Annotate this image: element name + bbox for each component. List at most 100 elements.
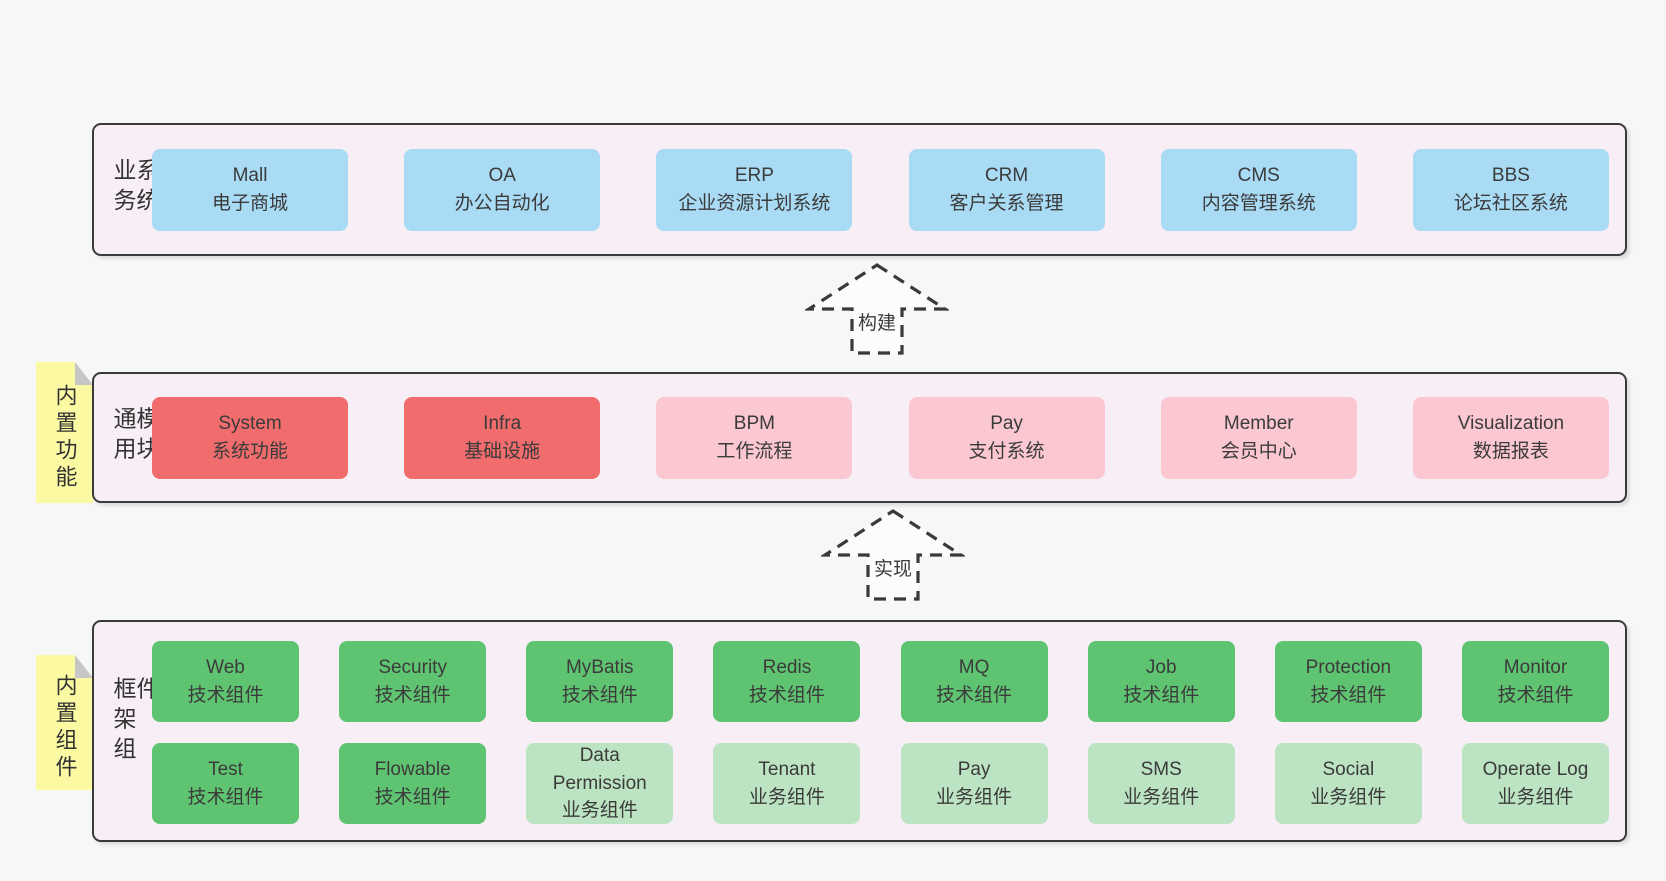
sticky-tab-label: 内置功能: [52, 383, 78, 492]
box-subtitle: 内容管理系统: [1201, 192, 1316, 214]
box-title: BBS: [1491, 164, 1530, 186]
box-subtitle: 业务组件: [1123, 786, 1200, 808]
box-title: Web: [206, 656, 245, 678]
box-subtitle: 技术组件: [1310, 684, 1387, 706]
box-web: Web 技术组件: [152, 641, 299, 722]
box-title: Operate Log: [1482, 758, 1589, 780]
box-crm: CRM 客户关系管理: [908, 148, 1105, 231]
business-systems-row: Mall 电子商城 OA 办公自动化 ERP 企业资源计划系统 CRM 客户关系…: [152, 148, 1609, 231]
box-redis: Redis 技术组件: [713, 641, 861, 722]
box-subtitle: 办公自动化: [454, 192, 550, 214]
panel-business-systems: 业务系统 Mall 电子商城 OA 办公自动化 ERP 企业资源计划系统 CRM…: [92, 123, 1627, 256]
box-subtitle: 数据报表: [1472, 440, 1549, 462]
box-pay-biz: Pay 业务组件: [900, 743, 1048, 824]
box-subtitle: 基础设施: [464, 440, 541, 462]
box-social: Social 业务组件: [1274, 743, 1422, 824]
box-title: MyBatis: [565, 656, 634, 678]
box-data-permission: Data Permission 业务组件: [526, 743, 674, 824]
box-security: Security 技术组件: [339, 641, 487, 722]
box-subtitle: 工作流程: [716, 440, 793, 462]
box-title: Member: [1223, 412, 1294, 434]
box-subtitle: 技术组件: [187, 684, 264, 706]
tech-components-row: Web 技术组件 Security 技术组件 MyBatis 技术组件 Redi…: [152, 641, 1609, 722]
box-title: Tenant: [758, 758, 816, 780]
box-subtitle: 业务组件: [748, 786, 825, 808]
biz-components-row: Test 技术组件 Flowable 技术组件 Data Permission …: [152, 743, 1609, 824]
box-title: Data Permission: [552, 745, 647, 794]
box-subtitle: 业务组件: [1497, 786, 1574, 808]
box-subtitle: 企业资源计划系统: [678, 192, 831, 214]
box-sms: SMS 业务组件: [1087, 743, 1235, 824]
box-title: Monitor: [1503, 656, 1568, 678]
box-title: OA: [488, 164, 516, 186]
box-mall: Mall 电子商城: [152, 148, 348, 231]
panel-framework-components: 框架组件 Web 技术组件 Security 技术组件 MyBatis 技术组件…: [92, 620, 1627, 842]
box-subtitle: 技术组件: [748, 684, 825, 706]
box-pay: Pay 支付系统: [908, 396, 1105, 479]
box-subtitle: 技术组件: [1123, 684, 1200, 706]
framework-components-grid: Web 技术组件 Security 技术组件 MyBatis 技术组件 Redi…: [152, 641, 1609, 824]
box-subtitle: 系统功能: [211, 440, 288, 462]
arrow-label: 实现: [871, 554, 915, 581]
panel-label: 通用模块: [110, 405, 159, 466]
box-title: Infra: [483, 412, 522, 434]
box-subtitle: 会员中心: [1220, 440, 1297, 462]
box-erp: ERP 企业资源计划系统: [656, 148, 853, 231]
box-title: Flowable: [374, 758, 451, 780]
sticky-tab-built-in-features: 内置功能: [36, 362, 93, 503]
box-title: Security: [378, 656, 447, 678]
box-mybatis: MyBatis 技术组件: [526, 641, 674, 722]
panel-label: 业务系统: [110, 157, 159, 218]
arrow-label: 构建: [855, 308, 899, 335]
box-title: CMS: [1237, 164, 1280, 186]
box-title: Test: [208, 758, 243, 780]
box-title: Pay: [990, 412, 1023, 434]
box-tenant: Tenant 业务组件: [713, 743, 861, 824]
folded-corner-icon: [75, 362, 93, 385]
box-oa: OA 办公自动化: [404, 148, 601, 231]
box-subtitle: 技术组件: [187, 786, 264, 808]
box-visualization: Visualization 数据报表: [1412, 396, 1609, 479]
box-cms: CMS 内容管理系统: [1160, 148, 1357, 231]
box-title: Pay: [957, 758, 991, 780]
box-subtitle: 业务组件: [936, 786, 1013, 808]
box-title: Visualization: [1457, 412, 1565, 434]
box-bbs: BBS 论坛社区系统: [1412, 148, 1609, 231]
box-title: Social: [1322, 758, 1375, 780]
box-subtitle: 技术组件: [374, 684, 451, 706]
common-modules-row: System 系统功能 Infra 基础设施 BPM 工作流程 Pay 支付系统…: [152, 396, 1609, 479]
box-subtitle: 技术组件: [561, 684, 638, 706]
box-title: SMS: [1140, 758, 1182, 780]
box-subtitle: 客户关系管理: [949, 192, 1064, 214]
box-monitor: Monitor 技术组件: [1461, 641, 1609, 722]
box-mq: MQ 技术组件: [900, 641, 1048, 722]
box-title: MQ: [958, 656, 990, 678]
box-subtitle: 技术组件: [936, 684, 1013, 706]
sticky-tab-label: 内置组件: [52, 673, 78, 782]
box-operate-log: Operate Log 业务组件: [1461, 743, 1609, 824]
implement-arrow-icon: 实现: [821, 507, 965, 603]
box-test: Test 技术组件: [152, 743, 299, 824]
box-subtitle: 支付系统: [968, 440, 1045, 462]
box-flowable: Flowable 技术组件: [339, 743, 487, 824]
box-subtitle: 技术组件: [374, 786, 451, 808]
box-title: Mall: [232, 164, 268, 186]
box-subtitle: 业务组件: [1310, 786, 1387, 808]
folded-corner-icon: [75, 655, 93, 678]
box-subtitle: 业务组件: [561, 800, 638, 822]
box-title: BPM: [733, 412, 775, 434]
box-title: System: [218, 412, 282, 434]
box-bpm: BPM 工作流程: [656, 396, 853, 479]
panel-label: 框架组件: [110, 676, 159, 767]
box-infra: Infra 基础设施: [404, 396, 601, 479]
box-job: Job 技术组件: [1087, 641, 1235, 722]
box-subtitle: 技术组件: [1497, 684, 1574, 706]
box-subtitle: 电子商城: [211, 192, 288, 214]
box-title: Protection: [1305, 656, 1392, 678]
box-subtitle: 论坛社区系统: [1453, 192, 1568, 214]
sticky-tab-built-in-components: 内置组件: [36, 655, 93, 790]
box-title: Job: [1145, 656, 1177, 678]
box-title: ERP: [734, 164, 774, 186]
build-arrow-icon: 构建: [805, 261, 949, 357]
